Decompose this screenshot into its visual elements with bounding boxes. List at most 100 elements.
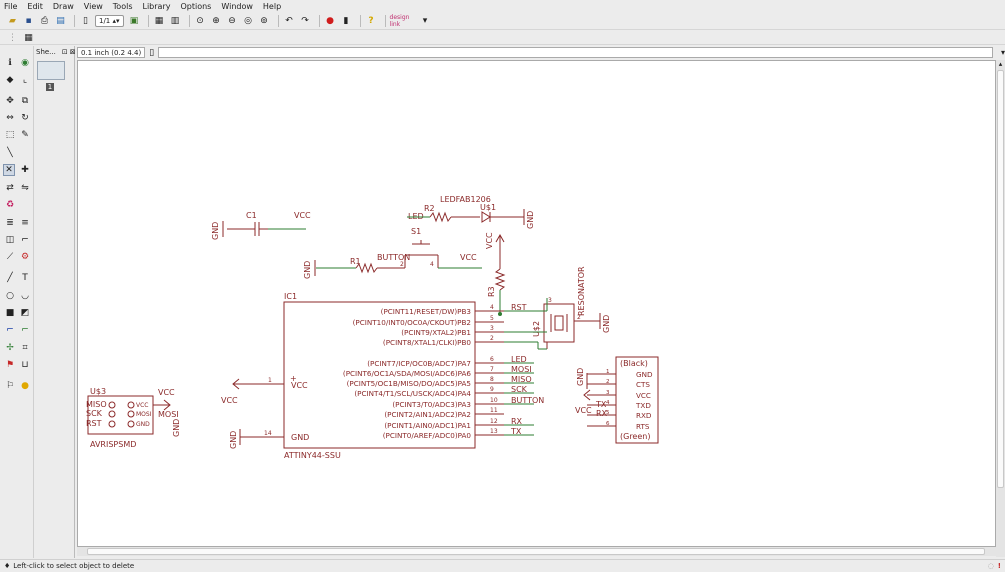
cam-icon[interactable]: ▤: [56, 16, 65, 26]
stop-icon[interactable]: ●: [326, 16, 334, 26]
value-icon[interactable]: ≡: [21, 218, 29, 228]
info-icon[interactable]: ℹ: [8, 58, 12, 68]
mark-icon[interactable]: ⌞: [22, 75, 28, 85]
mirror-icon[interactable]: ⇔: [6, 113, 14, 123]
undo-icon[interactable]: ↶: [285, 16, 293, 26]
label-icon[interactable]: ⌗: [22, 343, 28, 353]
erc-icon[interactable]: ⚐: [5, 381, 15, 391]
run-icon[interactable]: ▥: [170, 16, 180, 26]
scroll-thumb[interactable]: [87, 548, 985, 555]
wire-icon[interactable]: ╱: [7, 273, 13, 283]
invoke-icon[interactable]: ⚙: [20, 252, 30, 262]
horizontal-scrollbar[interactable]: [77, 547, 996, 556]
zoom-select-icon[interactable]: ⊚: [260, 16, 268, 26]
script-icon[interactable]: ▦: [154, 16, 164, 26]
menu-tools[interactable]: Tools: [112, 2, 133, 11]
grid-icon[interactable]: ▦: [24, 32, 33, 43]
gateswap-icon[interactable]: ♻: [5, 200, 15, 210]
menu-edit[interactable]: Edit: [27, 2, 43, 11]
help-icon[interactable]: ?: [368, 16, 374, 26]
menu-window[interactable]: Window: [221, 2, 253, 11]
schematic-canvas[interactable]: C1 VCC GND LEDFAB1206 U$1 R2 LED GND VCC…: [77, 60, 996, 547]
grid-icon[interactable]: ▯: [149, 47, 155, 58]
circle-icon[interactable]: ○: [6, 291, 14, 301]
sheet-icon[interactable]: ▯: [83, 16, 88, 26]
frame-icon[interactable]: ⊔: [21, 360, 29, 370]
paste-icon[interactable]: ╲: [7, 148, 13, 158]
replace-icon[interactable]: ⇋: [21, 183, 29, 193]
scroll-thumb[interactable]: [997, 70, 1004, 488]
go-icon[interactable]: ▮: [343, 16, 349, 26]
add-icon[interactable]: ✚: [21, 165, 29, 175]
led-u1[interactable]: LEDFAB1206 U$1 R2 LED GND VCC: [407, 195, 535, 266]
command-input[interactable]: [158, 47, 993, 58]
menu-options[interactable]: Options: [180, 2, 212, 11]
delete-icon[interactable]: ✕: [3, 164, 15, 176]
capacitor-c1[interactable]: C1 VCC GND: [211, 211, 311, 240]
sheet-thumbnail[interactable]: [37, 61, 65, 80]
menu-help[interactable]: Help: [262, 2, 282, 11]
miter-icon[interactable]: ⌐: [21, 235, 29, 245]
save-icon[interactable]: ▪: [25, 16, 32, 26]
chevron-down-icon[interactable]: ▾: [422, 16, 428, 26]
zoom-out-icon[interactable]: ⊖: [228, 16, 236, 26]
chevron-down-icon[interactable]: ▾: [1000, 48, 1005, 57]
float-icon[interactable]: ⊡: [61, 48, 68, 56]
net-icon[interactable]: ⌐: [21, 325, 29, 335]
text-icon[interactable]: T: [22, 273, 28, 283]
vertical-scrollbar[interactable]: ▴: [996, 60, 1005, 557]
redo-icon[interactable]: ↷: [301, 16, 309, 26]
menu-draw[interactable]: Draw: [52, 2, 74, 11]
copy-icon[interactable]: ⧉: [21, 96, 29, 106]
zoom-in-icon[interactable]: ⊕: [212, 16, 220, 26]
close-icon[interactable]: ⊠: [69, 48, 76, 56]
polygon-icon[interactable]: ◩: [20, 308, 30, 318]
open-icon[interactable]: ▰: [9, 16, 16, 26]
show-icon[interactable]: ◉: [21, 58, 29, 68]
attribute-icon[interactable]: ⚑: [5, 360, 15, 370]
menu-view[interactable]: View: [83, 2, 103, 11]
zoom-redraw-icon[interactable]: ◎: [244, 16, 252, 26]
smash-icon[interactable]: ◫: [5, 235, 15, 245]
name-icon[interactable]: ≣: [6, 218, 14, 228]
button-s1[interactable]: S1 BUTTON 2 4 VCC R1 GND: [303, 227, 482, 279]
errors-icon[interactable]: ●: [21, 381, 29, 391]
ic-attiny44[interactable]: IC1 ATTINY44-SSU + VCC GND 1 VCC 14 GND …: [221, 292, 548, 460]
arc-icon[interactable]: ◡: [21, 291, 29, 301]
group-icon[interactable]: ⬚: [5, 130, 15, 140]
rect-icon[interactable]: ■: [5, 308, 15, 318]
isp-header-u3[interactable]: U$3 MISO SCK RST VCC MOSI GND VCC MOSI G…: [86, 387, 181, 449]
junction-icon[interactable]: ✢: [6, 343, 14, 353]
stop-status-icon[interactable]: ◌: [987, 562, 994, 570]
rotate-icon[interactable]: ↻: [21, 113, 29, 123]
print-icon[interactable]: ⎙: [40, 16, 49, 26]
design-link-icon[interactable]: design link: [389, 14, 410, 28]
bus-icon[interactable]: ⌐: [6, 325, 14, 335]
board-icon[interactable]: ▣: [129, 16, 139, 26]
pinswap-icon[interactable]: ⇄: [6, 183, 14, 193]
menu-library[interactable]: Library: [142, 2, 171, 11]
resonator-u2[interactable]: GND RESONATOR U$2 3 2: [532, 266, 611, 349]
ftdi-header[interactable]: (Black) (Green) GND1CTS2VCC3TXD4RXD5RTS6…: [575, 356, 659, 444]
sheet-select[interactable]: 1/1 ▴▾: [95, 15, 124, 27]
scroll-up-icon[interactable]: ▴: [998, 60, 1003, 68]
split-icon[interactable]: ⟋: [6, 252, 14, 262]
change-icon[interactable]: ✎: [21, 130, 29, 140]
display-icon[interactable]: ◆: [6, 75, 14, 85]
